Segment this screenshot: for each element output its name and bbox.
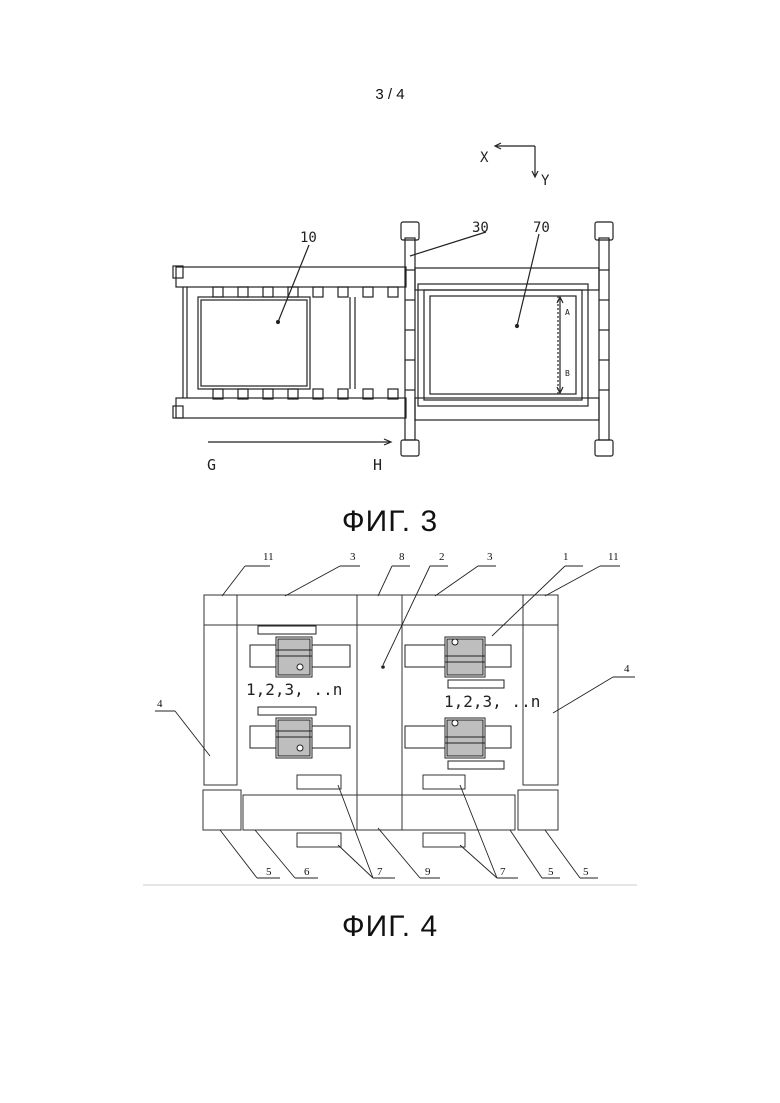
figure-4-caption: ФИГ. 4 xyxy=(0,910,780,944)
workpiece-10 xyxy=(198,297,310,389)
rollers-top xyxy=(213,287,398,297)
ref-label-30: 30 xyxy=(472,220,489,236)
axis-x-label: X xyxy=(480,150,489,166)
direction-h-label: H xyxy=(373,456,382,474)
rail-right xyxy=(599,238,609,440)
axis-y-label: Y xyxy=(541,173,550,189)
ref-label-10: 10 xyxy=(300,230,317,246)
ref-label-70: 70 xyxy=(533,220,550,236)
direction-g-label: G xyxy=(207,456,216,474)
figure-3-caption: ФИГ. 3 xyxy=(0,505,780,539)
dimension-a-label: A xyxy=(565,308,570,317)
dimension-b-label: B xyxy=(565,369,570,378)
